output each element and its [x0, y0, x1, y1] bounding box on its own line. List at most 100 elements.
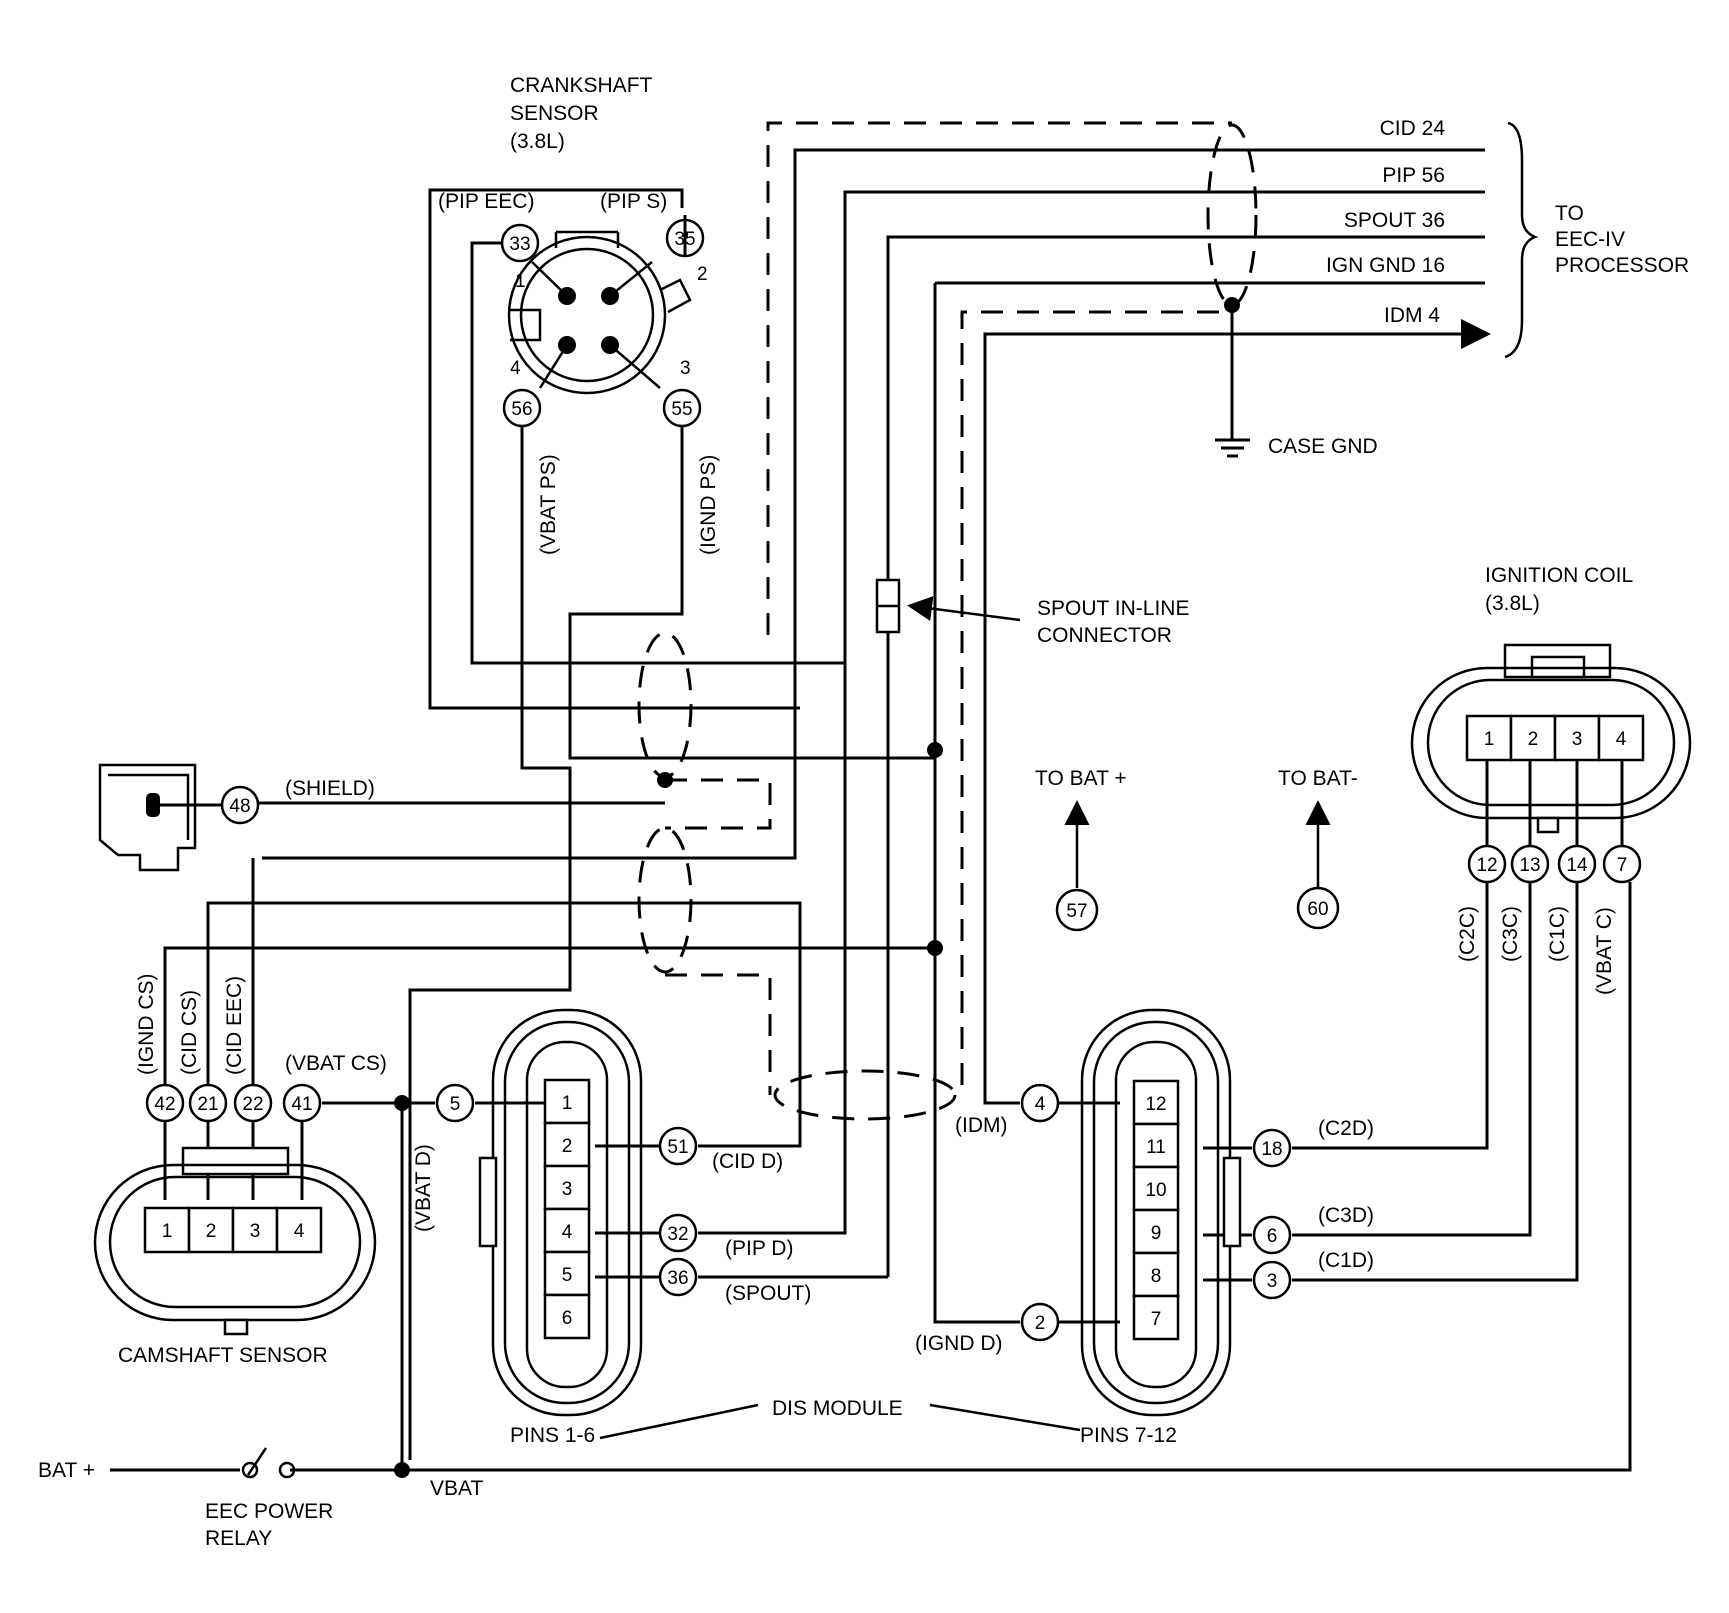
- coil-pin-2: 2: [1528, 729, 1539, 750]
- node-14-label: 14: [1566, 855, 1588, 876]
- wire-c3d: [1203, 882, 1532, 1237]
- vbat-ps-label: (VBAT PS): [537, 454, 560, 555]
- dis-pin-box-12: [1132, 1079, 1180, 1126]
- node-6-label: 6: [1267, 1226, 1278, 1247]
- cam-top-tab: [181, 1146, 290, 1176]
- output-arrows: [1440, 148, 1485, 334]
- crankshaft-title-line-1: CRANKSHAFT: [510, 74, 653, 97]
- relay-contact-left: [241, 1461, 259, 1479]
- node-12-label: 12: [1476, 855, 1497, 876]
- coil-pin-3: 3: [1572, 729, 1583, 750]
- cam-bottom-tab: [223, 1318, 249, 1336]
- output-spout-36: SPOUT 36: [1344, 209, 1445, 232]
- ground-symbol: [1215, 438, 1250, 458]
- shield-dash-right: [960, 310, 1232, 1085]
- node-57: [1055, 888, 1099, 932]
- dis-module-label: DIS MODULE: [772, 1397, 903, 1420]
- dis-pin-1: 1: [562, 1093, 573, 1114]
- ignd-d-label: (IGND D): [915, 1332, 1003, 1355]
- dis-pin-5: 5: [562, 1265, 573, 1286]
- dis-pin-box-2: [543, 1121, 591, 1168]
- dis-right-side-tab: [1222, 1156, 1242, 1248]
- dis-right-inner: [1114, 1040, 1198, 1389]
- crankshaft-title-line-3: (3.8L): [510, 130, 565, 153]
- vbat-d-label: (VBAT D): [412, 1144, 435, 1232]
- wire-crank-top: [428, 188, 684, 208]
- wiring: [110, 148, 1632, 1472]
- cam-pin-3: 3: [250, 1221, 261, 1242]
- idm-label: (IDM): [955, 1114, 1007, 1137]
- junction-gnd-1: [927, 742, 943, 758]
- shield-connector-inner: [108, 773, 190, 840]
- to-eec-line-1: TO: [1555, 202, 1584, 225]
- dis-pin-8: 8: [1151, 1266, 1162, 1287]
- coil-pin-box-2: [1509, 714, 1557, 762]
- node-32-label: 32: [667, 1224, 688, 1245]
- junction-shield: [657, 772, 673, 788]
- cid-eec-label: (CID EEC): [223, 976, 246, 1075]
- junction-vbat: [394, 1462, 410, 1478]
- c2d-label: (C2D): [1318, 1117, 1374, 1140]
- output-pip-56: PIP 56: [1382, 164, 1445, 187]
- c1c-label: (C1C): [1546, 906, 1569, 962]
- crank-connector-outer: [507, 235, 667, 395]
- node-60-label: 60: [1307, 899, 1328, 920]
- coil-bottom-tab: [1536, 816, 1560, 834]
- node-14: [1557, 844, 1597, 884]
- battery-relay: BAT + VBAT EEC POWER RELAY: [38, 1447, 483, 1550]
- node-32: [658, 1213, 698, 1253]
- dis-pin-3: 3: [562, 1179, 573, 1200]
- spout-inline-line-1: SPOUT IN-LINE: [1037, 597, 1189, 620]
- coil-body-inner: [1426, 678, 1676, 807]
- shield-dashes: [637, 121, 1258, 1121]
- spout-inline-connector: SPOUT IN-LINE CONNECTOR: [875, 578, 1189, 647]
- coil-pin-1: 1: [1484, 729, 1495, 750]
- camshaft-sensor-label: CAMSHAFT SENSOR: [118, 1344, 328, 1367]
- pip-eec-label: (PIP EEC): [438, 190, 534, 213]
- vbat-label: VBAT: [430, 1477, 483, 1500]
- node-6: [1252, 1215, 1292, 1255]
- crank-pin-4-label: 4: [510, 358, 521, 379]
- wire-ignd-cs: [163, 946, 935, 1087]
- twist-ellipse-2: [637, 826, 693, 974]
- vbat-c-label: (VBAT C): [1593, 907, 1616, 995]
- dis-pin-box-1: [543, 1078, 591, 1125]
- dis-left-mid: [503, 1020, 631, 1405]
- shield-connector-pin: [146, 793, 160, 817]
- node-13: [1510, 844, 1550, 884]
- to-bat-plus-label: TO BAT +: [1035, 767, 1127, 790]
- ignd-ps-label: (IGND PS): [697, 455, 720, 555]
- output-brace: [1504, 121, 1539, 359]
- wire-cid: [262, 148, 1485, 860]
- node-51-label: 51: [667, 1137, 688, 1158]
- relay-switch-arm: [246, 1447, 268, 1476]
- node-7-label: 7: [1617, 855, 1628, 876]
- node-12: [1467, 844, 1507, 884]
- dis-pin-6: 6: [562, 1308, 573, 1329]
- crankshaft-title-line-2: SENSOR: [510, 102, 599, 125]
- coil-pin-box-4: [1597, 714, 1645, 762]
- node-48-label: 48: [229, 796, 250, 817]
- pins-7-12-label: PINS 7-12: [1080, 1424, 1177, 1447]
- crank-connector-key: [510, 230, 692, 342]
- case-gnd-label: CASE GND: [1268, 435, 1378, 458]
- crank-connector-inner: [519, 247, 655, 383]
- dis-module-pointers: [599, 1403, 1081, 1440]
- junction-vbat-cs: [394, 1095, 410, 1111]
- dis-left-inner: [525, 1040, 609, 1389]
- crank-pin-3-label: 3: [680, 358, 691, 379]
- wire-cid-cs: [206, 901, 802, 1148]
- c3d-label: (C3D): [1318, 1204, 1374, 1227]
- node-2: [1020, 1302, 1060, 1342]
- node-33-label: 33: [509, 234, 530, 255]
- vbat-cs-label: (VBAT CS): [285, 1052, 387, 1075]
- eec-relay-line-1: EEC POWER: [205, 1500, 333, 1523]
- wire-vbat-ps: [408, 426, 572, 1460]
- node-5: [435, 1083, 475, 1123]
- dis-pin-12: 12: [1145, 1094, 1166, 1115]
- c3c-label: (C3C): [1499, 906, 1522, 962]
- node-51: [658, 1126, 698, 1166]
- dis-pin-10: 10: [1145, 1180, 1166, 1201]
- wire-coil-drops: [1485, 760, 1624, 846]
